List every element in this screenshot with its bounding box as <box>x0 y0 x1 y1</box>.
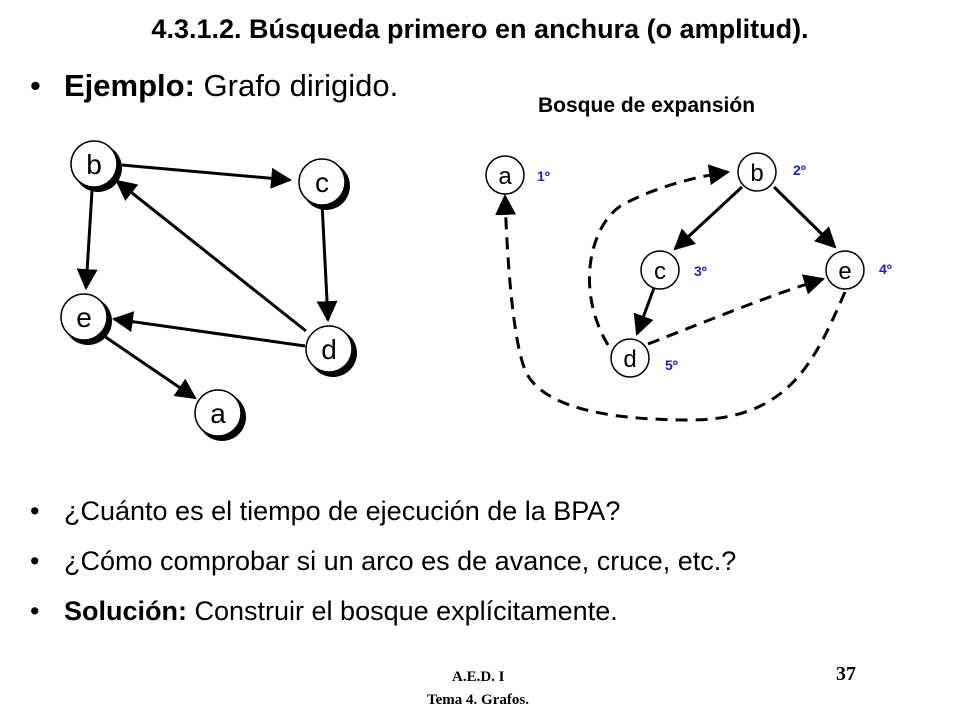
node-d: d <box>305 325 357 377</box>
footer-course: A.E.D. I <box>452 669 505 685</box>
tree-edge-b-e <box>772 185 837 249</box>
node-b: b <box>70 140 122 192</box>
forest-node-c: c <box>640 250 680 290</box>
cross-edge-d-b <box>587 164 731 346</box>
bullet-bold: Ejemplo: <box>64 68 195 103</box>
forest-node-e: e <box>825 250 865 290</box>
bullet-text: Grafo dirigido. <box>194 68 399 103</box>
bullet-dot: • <box>30 68 41 103</box>
bullet-solution: • Solución: Construir el bosque explícita… <box>30 596 618 627</box>
node-a: a <box>194 389 246 441</box>
footer-subtitle: Tema 4. Grafos. <box>427 692 529 708</box>
forest-tree-edges <box>633 185 837 336</box>
edge-b-c <box>121 163 293 189</box>
order-label-b: 2º <box>793 162 806 178</box>
forest-node-b: b <box>737 152 777 192</box>
forest-node-a: a <box>485 155 525 195</box>
node-e: e <box>60 293 112 345</box>
bullet-question-arc: • ¿Cómo comprobar si un arco es de avance… <box>30 546 736 577</box>
cross-edge-d-e <box>647 274 826 346</box>
forest-node-b-label: b <box>750 160 763 187</box>
node-e-label: e <box>76 302 92 333</box>
tree-edge-b-c <box>673 185 744 251</box>
node-a-label: a <box>210 398 226 429</box>
slide-title: 4.3.1.2. Búsqueda primero en anchura (o … <box>151 14 809 44</box>
node-c-label: c <box>315 167 329 198</box>
edge-d-b <box>115 179 307 333</box>
tree-edge-c-d <box>633 287 656 336</box>
forest-node-e-label: e <box>838 258 851 285</box>
edge-c-d <box>316 202 338 323</box>
node-b-label: b <box>86 149 102 180</box>
bullet-text: Construir el bosque explícitamente. <box>187 596 618 626</box>
directed-graph-edges <box>76 163 338 400</box>
page-number: 37 <box>836 663 856 685</box>
bullet-text: ¿Cuánto es el tiempo de ejecución de la … <box>64 496 621 526</box>
bullet-dot: • <box>30 546 40 576</box>
edge-b-e <box>76 190 98 291</box>
bullet-dot: • <box>30 596 40 626</box>
bullet-dot: • <box>30 496 40 526</box>
forest-node-a-label: a <box>498 163 512 190</box>
node-c: c <box>298 158 350 210</box>
order-label-c: 3º <box>694 263 707 279</box>
bullet-text: ¿Cómo comprobar si un arco es de avance,… <box>64 546 737 576</box>
order-label-e: 4º <box>879 261 892 277</box>
node-d-label: d <box>321 334 337 365</box>
forest-node-d-label: d <box>623 346 636 373</box>
forest-node-c-label: c <box>654 258 666 285</box>
cross-edge-e-a <box>495 193 847 422</box>
edge-e-a <box>103 334 197 400</box>
edge-d-e <box>111 311 306 348</box>
order-label-a: 1º <box>537 168 550 184</box>
bullet-question-time: • ¿Cuánto es el tiempo de ejecución de la… <box>30 496 620 527</box>
order-label-d: 5º <box>665 357 678 373</box>
forest-nontree-edges <box>495 164 847 422</box>
forest-node-d: d <box>610 338 650 378</box>
forest-title: Bosque de expansión <box>538 94 756 117</box>
bullet-example: • Ejemplo: Grafo dirigido. <box>30 68 398 104</box>
bullet-bold: Solución: <box>64 596 187 626</box>
